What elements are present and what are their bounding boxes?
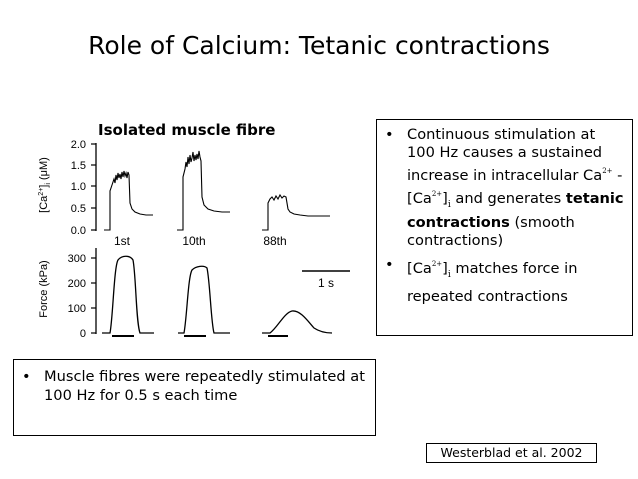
superscript: 2+ xyxy=(431,190,443,198)
time-scale-label: 1 s xyxy=(318,276,334,290)
force-tick-marks xyxy=(91,257,96,334)
calcium-tick-label: 0.0 xyxy=(71,225,86,237)
bullet-text: (smooth contractions) xyxy=(407,214,575,249)
calcium-force-figure: [Ca2+]i (μM) 2.0 1.5 1.0 0.5 0.0 1st 10t… xyxy=(38,139,350,340)
force-tick-label: 300 xyxy=(68,253,86,265)
bullet-text: and generates xyxy=(450,190,566,207)
tetanus-label-1st: 1st xyxy=(114,234,131,248)
calcium-trace-10th xyxy=(177,150,230,231)
calcium-tick-marks xyxy=(91,143,96,231)
figure-caption: Isolated muscle fibre xyxy=(98,121,276,139)
tetanus-label-10th: 10th xyxy=(182,234,205,248)
force-trace-1st xyxy=(102,255,154,334)
calcium-trace-88th xyxy=(262,193,330,231)
subscript: i xyxy=(447,270,451,280)
bullet-text: Muscle fibres were repeatedly stimulated… xyxy=(44,368,365,404)
calcium-tick-label: 1.5 xyxy=(71,160,86,172)
tetanus-label-88th: 88th xyxy=(263,234,286,248)
bullet-text: matches force in repeated contractions xyxy=(407,260,578,305)
summary-box-right: • Continuous stimulation at 100 Hz cause… xyxy=(376,119,633,336)
force-trace-10th xyxy=(178,265,230,334)
force-trace-88th xyxy=(262,310,333,334)
force-tick-label: 0 xyxy=(80,328,86,340)
force-axis-label: Force (kPa) xyxy=(38,260,50,317)
citation: Westerblad et al. 2002 xyxy=(426,443,597,463)
tetanus-labels: 1st 10th 88th xyxy=(114,234,287,248)
bold-term: tetanic contractions xyxy=(407,190,624,231)
subscript: i xyxy=(447,200,451,210)
bullet-text: [Ca xyxy=(407,260,432,277)
force-tick-label: 200 xyxy=(68,278,86,290)
calcium-tick-label: 0.5 xyxy=(71,203,86,215)
calcium-axis-label: [Ca2+]i (μM) xyxy=(38,157,52,213)
bullet-continuous-stimulation: • Continuous stimulation at 100 Hz cause… xyxy=(385,126,626,250)
bullet-matches-force: • [Ca2+]i matches force in repeated cont… xyxy=(385,254,626,307)
calcium-tick-label: 2.0 xyxy=(71,139,86,151)
force-tick-labels: 300 200 100 0 xyxy=(68,253,86,340)
superscript: 2+ xyxy=(602,167,613,175)
slide-title: Role of Calcium: Tetanic contractions xyxy=(88,31,550,60)
superscript: 2+ xyxy=(431,260,443,268)
bullet-icon: • xyxy=(22,368,31,385)
bullet-method: • Muscle fibres were repeatedly stimulat… xyxy=(22,367,369,405)
bullet-text: ] xyxy=(442,260,448,277)
bullet-text: ] xyxy=(442,190,448,207)
calcium-tick-label: 1.0 xyxy=(71,181,86,193)
calcium-tick-labels: 2.0 1.5 1.0 0.5 0.0 xyxy=(71,139,86,237)
bullet-text: - [Ca xyxy=(407,167,623,207)
bullet-text: Continuous stimulation at 100 Hz causes … xyxy=(407,126,603,184)
bullet-icon: • xyxy=(385,256,394,273)
bullet-icon: • xyxy=(385,126,394,143)
method-box-left: • Muscle fibres were repeatedly stimulat… xyxy=(13,359,376,436)
calcium-trace-1st xyxy=(104,170,153,231)
force-tick-label: 100 xyxy=(68,303,86,315)
